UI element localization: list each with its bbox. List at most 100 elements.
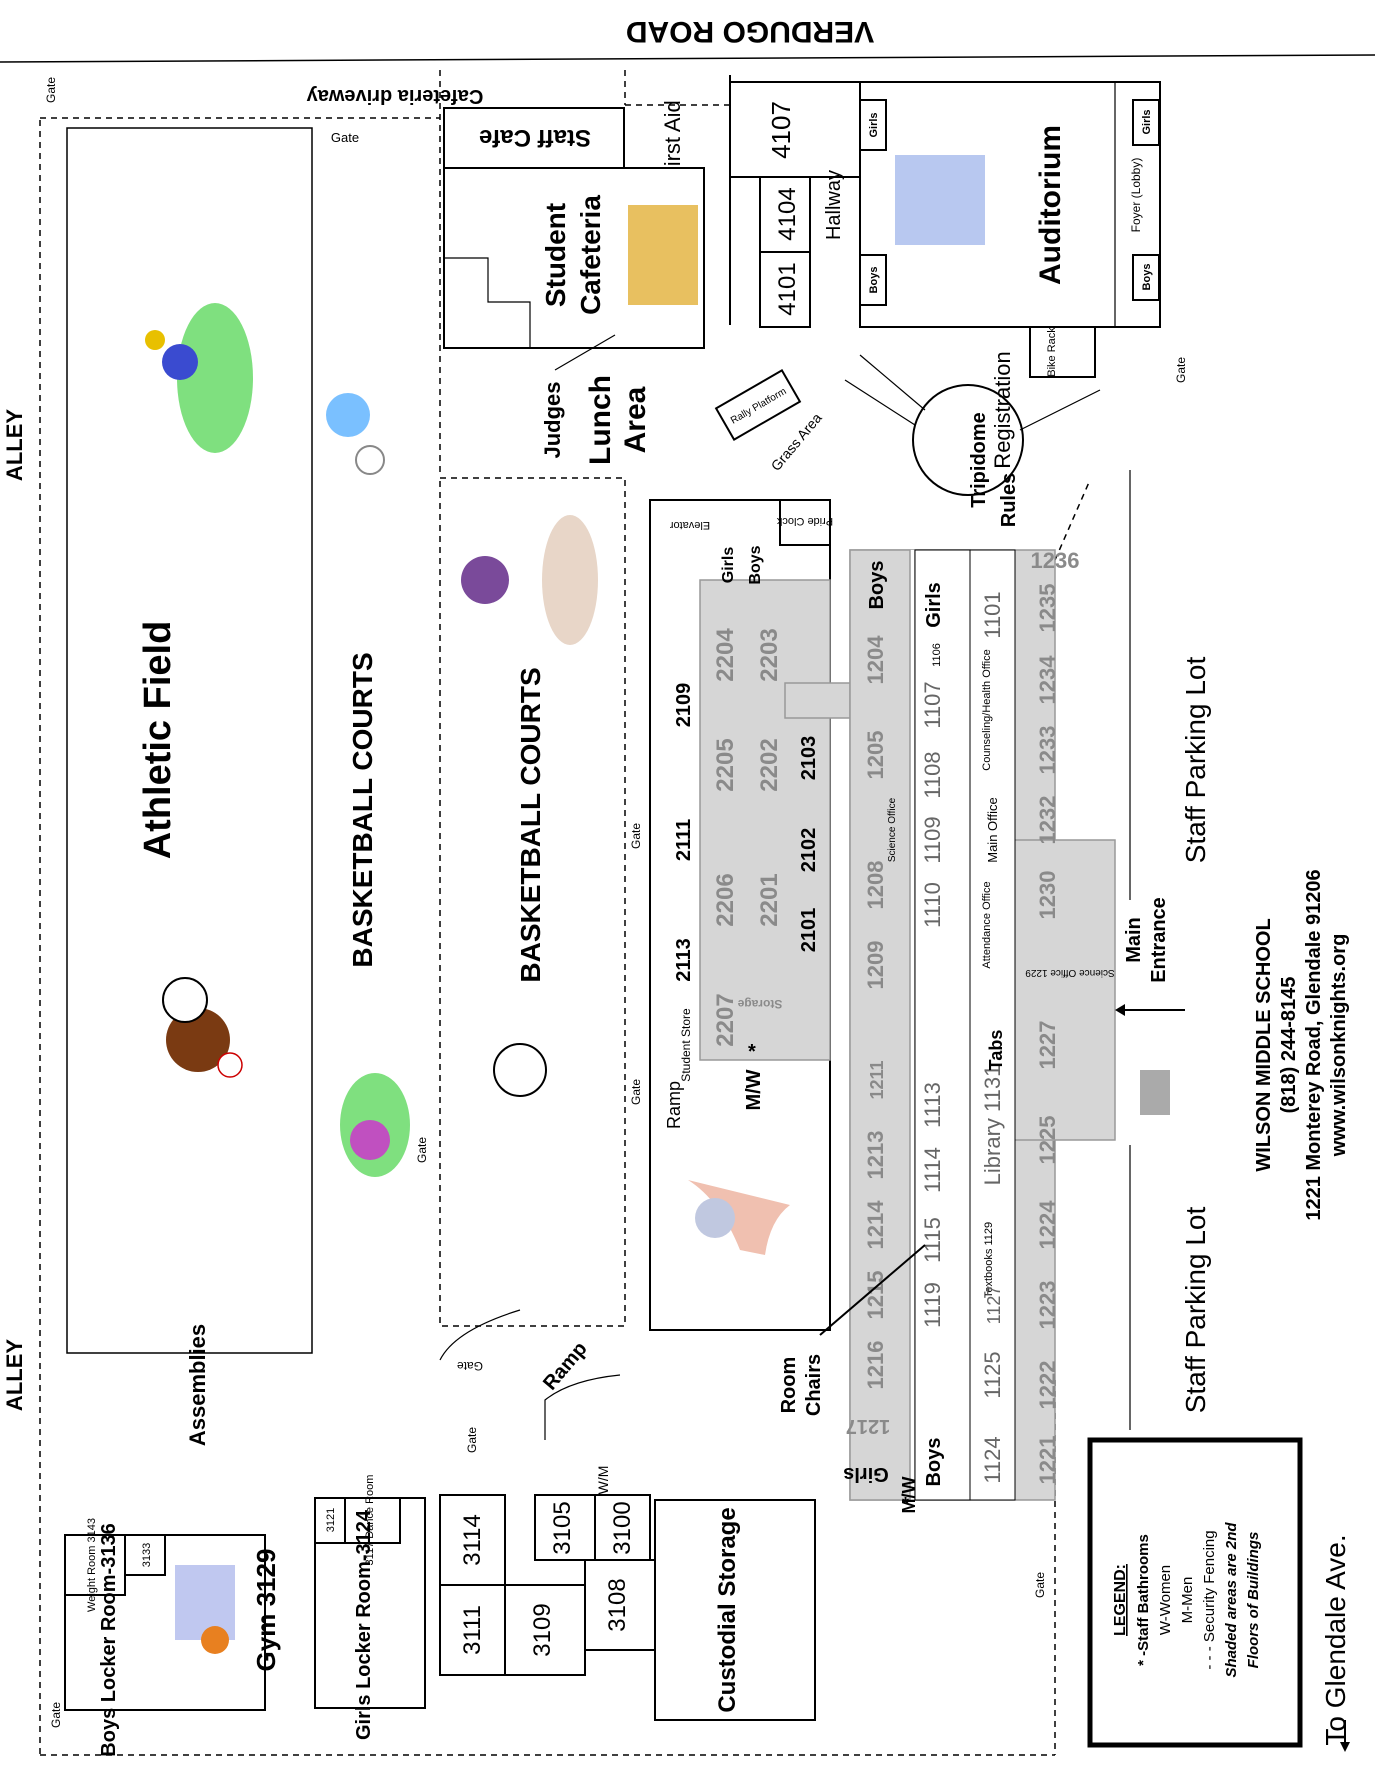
entrance-label: Entrance xyxy=(1148,897,1170,983)
room-1221: 1221 xyxy=(1035,1436,1060,1485)
room-4104-label: 4104 xyxy=(774,187,801,240)
lunch-table-icon xyxy=(628,205,698,305)
flag-icon xyxy=(1140,1070,1170,1115)
1200-girls-label: Girls xyxy=(843,1463,889,1485)
soccer-ball-icon xyxy=(162,977,208,1023)
walk-line-1 xyxy=(859,354,926,411)
gate-3000: Gate xyxy=(465,1427,479,1453)
building-1200-east xyxy=(1004,839,1116,1141)
girls-locker-label: Girls Locker Room-3124 xyxy=(353,1509,375,1740)
student-cafeteria-label-2: Cafeteria xyxy=(575,195,606,315)
svg-text:Gate: Gate xyxy=(415,1137,429,1163)
1100-girls-label: Girls xyxy=(923,582,945,628)
room-3133: 3133 xyxy=(141,1543,153,1567)
col-1200 xyxy=(849,549,911,1501)
room-2102: 2102 xyxy=(798,828,820,873)
room-1216: 1216 xyxy=(863,1341,888,1390)
gate-sw: Gate xyxy=(49,1702,63,1728)
storage-label: Storage xyxy=(737,997,782,1011)
room-1205: 1205 xyxy=(863,731,888,780)
elevator-label-2000: Elevator xyxy=(669,519,710,531)
room-chairs-arrow xyxy=(819,1244,926,1336)
court-fence xyxy=(439,477,626,1327)
room-4107 xyxy=(729,81,861,178)
room-1211: 1211 xyxy=(867,1060,887,1099)
1200-boys-label: Boys xyxy=(866,561,888,610)
registration-label: Registration xyxy=(990,351,1015,468)
room-2111: 2111 xyxy=(673,819,695,861)
ball-icon xyxy=(355,445,385,475)
tripidome xyxy=(912,384,1024,496)
foyer-girls xyxy=(1132,99,1160,146)
football-icon xyxy=(166,1008,230,1072)
cafeteria-stairs xyxy=(444,257,531,348)
tripidome-label: Tripidome xyxy=(968,412,990,508)
room-3111: 3111 xyxy=(459,1605,486,1655)
gate-mid1: Gate xyxy=(629,823,643,849)
entrance-arrow-head-icon xyxy=(1115,1004,1125,1016)
auditorium-label: Auditorium xyxy=(1034,125,1067,285)
auditorium-girls-label: Girls xyxy=(868,112,880,137)
court-shadow xyxy=(542,515,598,645)
room-3114-box xyxy=(439,1494,506,1586)
room-1217: 1217 xyxy=(846,1415,891,1437)
room-1114: 1114 xyxy=(920,1147,945,1193)
room-1227: 1227 xyxy=(1035,1021,1060,1070)
room-chairs-label-2: Chairs xyxy=(803,1354,825,1416)
svg-text:Gate: Gate xyxy=(629,823,643,849)
gate-mid2: Gate xyxy=(629,1079,643,1105)
athletic-field-label: Athletic Field xyxy=(137,621,179,860)
gate-field: Gate xyxy=(331,130,359,145)
legend-women: W-Women xyxy=(1157,1565,1174,1635)
room-3133-box xyxy=(124,1534,166,1576)
ramp-label-2000: Ramp xyxy=(664,1081,684,1129)
room-3108: 3108 xyxy=(604,1578,631,1631)
lunch-label: Lunch xyxy=(584,375,617,465)
boys-locker-label: Boys Locker Room-3136 xyxy=(98,1523,120,1756)
room-1113: 1113 xyxy=(920,1082,945,1128)
room-3121: 3121 xyxy=(325,1508,337,1532)
room-2202: 2202 xyxy=(756,738,783,791)
basketball-courts-label-2: BASKETBALL COURTS xyxy=(515,667,546,982)
gate-court: Gate xyxy=(415,1137,429,1163)
room-1119: 1119 xyxy=(920,1282,945,1328)
rally-platform xyxy=(714,369,802,441)
room-1124: 1124 xyxy=(980,1436,1005,1483)
custodial-label: Custodial Storage xyxy=(714,1507,741,1712)
2000-boys-label: Boys xyxy=(747,545,764,584)
staff-parking-2: Staff Parking Lot xyxy=(1180,1207,1211,1414)
room-3100: 3100 xyxy=(609,1501,636,1554)
staff-cafe-label: Staff Cafe xyxy=(479,124,591,151)
student-store-label: Student Store xyxy=(679,1008,693,1082)
room-4101-label: 4101 xyxy=(774,262,801,315)
school-address: 1221 Monterey Road, Glendale 91206 xyxy=(1303,869,1325,1220)
room-4104 xyxy=(759,176,811,253)
foyer-boys xyxy=(1132,254,1160,301)
room-3111-box xyxy=(439,1584,506,1676)
office-column xyxy=(969,549,1016,1501)
room-1223: 1223 xyxy=(1035,1281,1060,1330)
room-2101: 2101 xyxy=(798,908,820,953)
room-1235: 1235 xyxy=(1035,584,1060,633)
room-1234: 1234 xyxy=(1035,655,1060,705)
building-2000-upper xyxy=(699,579,831,1061)
science-office-1: Science Office xyxy=(887,797,898,862)
road-verdugo: VERDUGO ROAD xyxy=(626,15,874,48)
room-1108: 1108 xyxy=(920,751,945,798)
room-1107: 1107 xyxy=(920,681,945,728)
weight-room-label: Weight Room 3143 xyxy=(86,1518,98,1612)
walk-line-3 xyxy=(1019,389,1101,431)
school-name: WILSON MIDDLE SCHOOL xyxy=(1253,918,1275,1171)
fence-reg xyxy=(1054,479,1091,561)
ramp-label-south: Ramp xyxy=(539,1338,592,1395)
room-2203: 2203 xyxy=(756,628,783,681)
3000-wm-label: W/M xyxy=(595,1466,611,1495)
main-office: Main Office xyxy=(985,797,1000,863)
gate-east: Gate xyxy=(1033,1572,1047,1598)
room-3109: 3109 xyxy=(529,1603,556,1656)
attendance-office: Attendance Office xyxy=(981,881,993,968)
volcano-smoke-icon xyxy=(695,1198,735,1238)
basketball-player-icon xyxy=(461,556,509,604)
1100-boys-label: Boys xyxy=(923,1438,945,1487)
